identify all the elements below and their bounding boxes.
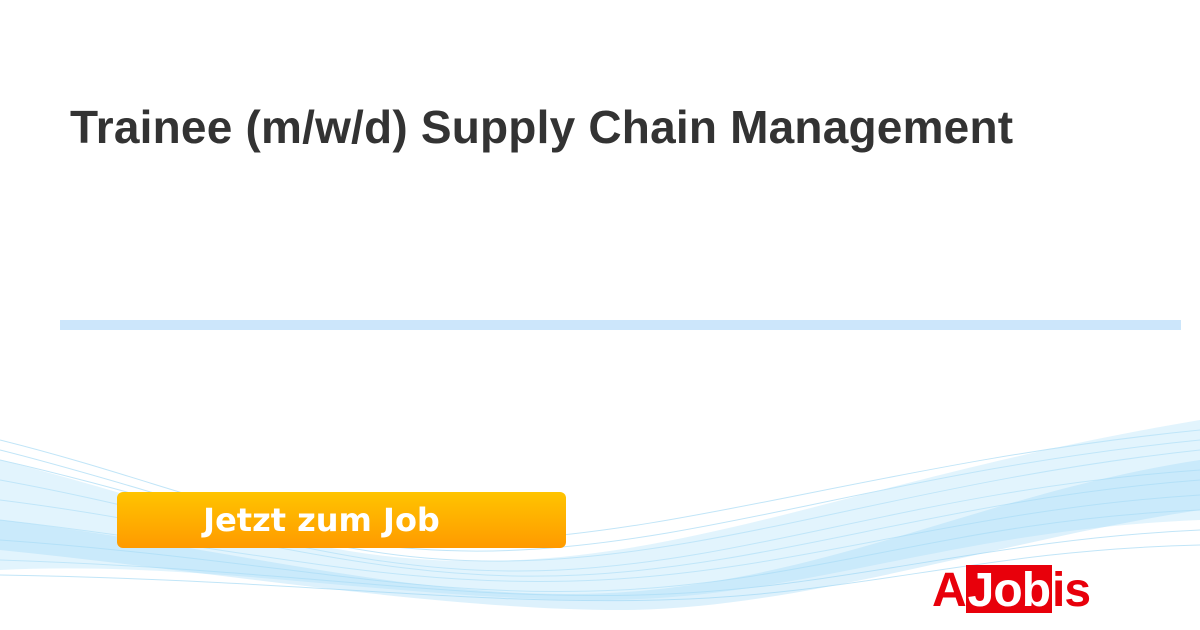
logo-suffix: is <box>1052 564 1091 617</box>
apply-job-button[interactable]: Jetzt zum Job <box>117 492 566 548</box>
logo-prefix: A <box>932 564 967 617</box>
logo-highlight: Job <box>965 564 1053 617</box>
divider <box>60 320 1181 330</box>
job-title: Trainee (m/w/d) Supply Chain Management <box>70 101 1014 153</box>
